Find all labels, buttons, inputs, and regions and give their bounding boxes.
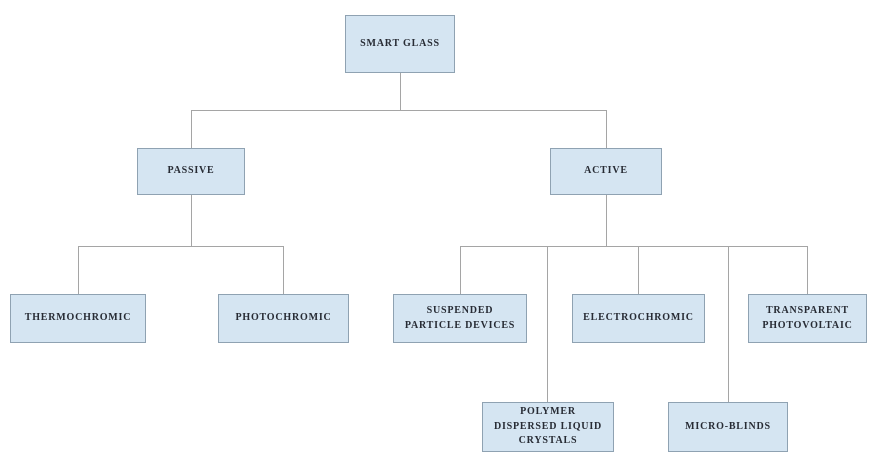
connector-root-stem	[400, 73, 401, 110]
node-photochromic-label: PHOTOCHROMIC	[235, 312, 332, 324]
connector-drop-polymer-dispersed-liquid-crystals	[547, 246, 548, 402]
node-transparent-photovoltaic: TRANSPARENT PHOTOVOLTAIC	[748, 294, 867, 343]
connector-passive-stem	[191, 195, 192, 246]
node-polymer-dispersed-liquid-crystals-label: POLYMER DISPERSED LIQUID CRYSTALS	[493, 406, 603, 447]
node-micro-blinds-label: MICRO-BLINDS	[685, 420, 771, 432]
connector-drop-photochromic	[283, 246, 284, 294]
node-passive: PASSIVE	[137, 148, 245, 195]
connector-drop-thermochromic	[78, 246, 79, 294]
node-electrochromic-label: ELECTROCHROMIC	[583, 312, 694, 324]
node-smart-glass: SMART GLASS	[345, 15, 455, 73]
node-photochromic: PHOTOCHROMIC	[218, 294, 349, 343]
node-polymer-dispersed-liquid-crystals: POLYMER DISPERSED LIQUID CRYSTALS	[482, 402, 614, 452]
connector-drop-suspended-particle-devices	[460, 246, 461, 294]
connector-drop-transparent-photovoltaic	[807, 246, 808, 294]
node-micro-blinds: MICRO-BLINDS	[668, 402, 788, 452]
node-passive-label: PASSIVE	[167, 165, 215, 177]
connector-active-children-bus	[460, 246, 808, 247]
node-suspended-particle-devices-label: SUSPENDED PARTICLE DEVICES	[404, 305, 516, 331]
node-active: ACTIVE	[550, 148, 662, 195]
connector-passive-children-bus	[78, 246, 284, 247]
connector-drop-active	[606, 110, 607, 148]
connector-active-stem	[606, 195, 607, 246]
node-thermochromic-label: THERMOCHROMIC	[24, 312, 132, 324]
node-suspended-particle-devices: SUSPENDED PARTICLE DEVICES	[393, 294, 527, 343]
connector-drop-micro-blinds	[728, 246, 729, 402]
node-electrochromic: ELECTROCHROMIC	[572, 294, 705, 343]
node-thermochromic: THERMOCHROMIC	[10, 294, 146, 343]
connector-level1-bus	[191, 110, 607, 111]
connector-drop-passive	[191, 110, 192, 148]
node-active-label: ACTIVE	[584, 165, 628, 177]
connector-drop-electrochromic	[638, 246, 639, 294]
node-transparent-photovoltaic-label: TRANSPARENT PHOTOVOLTAIC	[762, 305, 853, 331]
node-smart-glass-label: SMART GLASS	[360, 37, 440, 49]
